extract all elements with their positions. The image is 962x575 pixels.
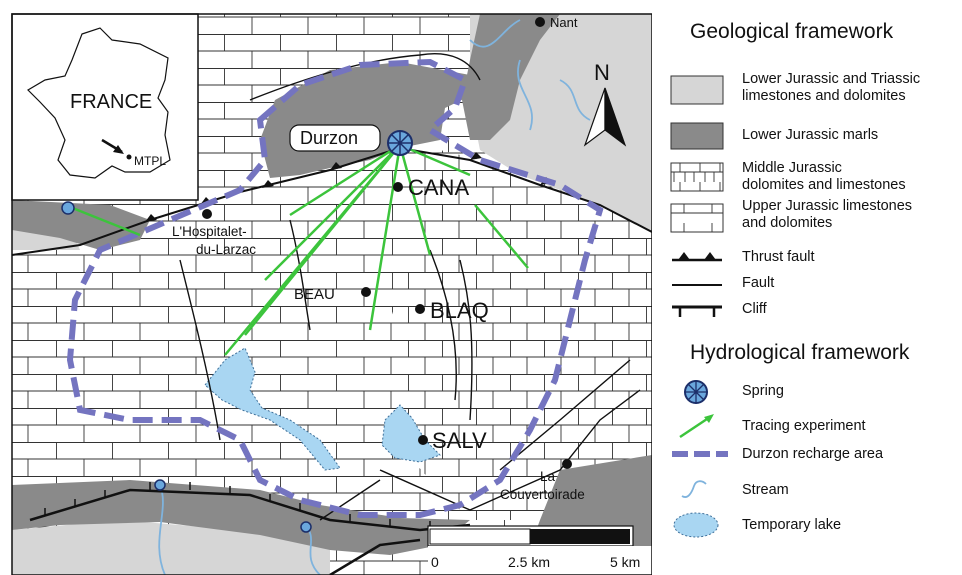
legend-item-7: Cliff [742, 301, 767, 317]
spring-south-icon [154, 479, 312, 533]
durzon-recharge-area [66, 58, 604, 518]
inset-label-france: FRANCE [70, 91, 152, 113]
legend-text-upper: Upper Jurassic limestones and dolomites [742, 198, 912, 232]
temporary-lake-salv [381, 404, 441, 463]
label-blaq: BLAQ [430, 298, 489, 323]
temporary-lake-west [204, 347, 341, 471]
legend-item-3-line2: dolomites and limestones [742, 177, 906, 193]
inset-city-dot [126, 154, 132, 160]
inset-label-mtpl: MTPL [134, 154, 166, 168]
durzon-label-box [289, 124, 381, 152]
middle-jurassic-zone [380, 145, 652, 520]
label-couvertoirade-1: La [540, 469, 556, 484]
legend-stream-icon [681, 480, 707, 498]
north-label: N [594, 60, 610, 85]
legend-geo-title: Geological framework [690, 20, 894, 43]
legend-item-1-line2: limestones and dolomites [742, 88, 906, 104]
legend-recharge-icon [672, 451, 728, 457]
legend-panel: Geological framework Lower Jurassic and … [652, 0, 962, 575]
legend-item-5: Thrust fault [742, 249, 815, 265]
legend-hydro-title: Hydrological framework [690, 341, 910, 364]
label-hospitalet-2: du-Larzac [196, 242, 256, 257]
durzon-spring-icon [387, 130, 413, 156]
inset-arrow-head [113, 145, 124, 154]
legend-thrust-fault-icon [672, 252, 722, 262]
lower-jurassic-marls-west [12, 200, 150, 250]
legend-lake-icon [673, 512, 719, 538]
legend-fault-icon [672, 284, 722, 286]
legend-cliff-icon [672, 305, 722, 317]
label-hospitalet-1: L'Hospitalet- [172, 224, 247, 239]
faults [179, 53, 641, 521]
scale-bar [427, 525, 652, 575]
legend-item-12: Temporary lake [742, 517, 842, 533]
label-nant: Nant [550, 15, 578, 30]
legend-swatch-middle-jurassic [670, 162, 724, 192]
legend-swatch-limestone [670, 75, 724, 105]
legend-item-4-line1: Upper Jurassic limestones [742, 198, 913, 214]
legend-item-3-line1: Middle Jurassic [742, 160, 842, 176]
legend-text-middle: Middle Jurassic dolomites and limestones [742, 160, 906, 194]
legend-spring-icon [684, 380, 708, 404]
legend-swatch-marls [670, 122, 724, 150]
legend-item-4-line2: and dolomites [742, 215, 833, 231]
legend-swatch-upper-jurassic [670, 203, 724, 233]
scale-tick-0: 0 [431, 554, 439, 570]
place-dots [202, 17, 572, 469]
north-arrow-icon [583, 87, 627, 147]
legend-item-10: Durzon recharge area [742, 446, 884, 462]
france-outline [27, 27, 171, 179]
legend-item-11: Stream [742, 482, 789, 498]
map-frame [11, 13, 652, 575]
label-durzon: Durzon [300, 128, 358, 148]
thrust-faults [11, 146, 652, 256]
lower-jurassic-marls-south [12, 480, 470, 555]
legend-item-1-line1: Lower Jurassic and Triassic [742, 71, 921, 87]
label-couvertoirade-2: Couvertoirade [500, 487, 585, 502]
legend-tracing-icon [679, 414, 714, 439]
legend-text-limestone: Lower Jurassic and Triassic limestones a… [742, 71, 920, 105]
geological-map: Durzon CANA BLAQ SALV BEAU Nant L'Hospit… [11, 13, 652, 575]
scale-tick-2: 5 km [610, 554, 640, 570]
scale-tick-1: 2.5 km [508, 554, 550, 570]
label-salv: SALV [432, 428, 487, 453]
spring-west-icon [61, 201, 75, 215]
stream-north [469, 19, 591, 131]
legend-item-9: Tracing experiment [742, 418, 866, 434]
legend-item-6: Fault [742, 275, 775, 291]
tracing-experiments [69, 143, 529, 356]
legend-item-2: Lower Jurassic marls [742, 127, 879, 143]
cliff-ticks [44, 482, 431, 529]
legend-item-8: Spring [742, 383, 784, 399]
label-beau: BEAU [294, 286, 335, 303]
label-cana: CANA [408, 175, 469, 200]
